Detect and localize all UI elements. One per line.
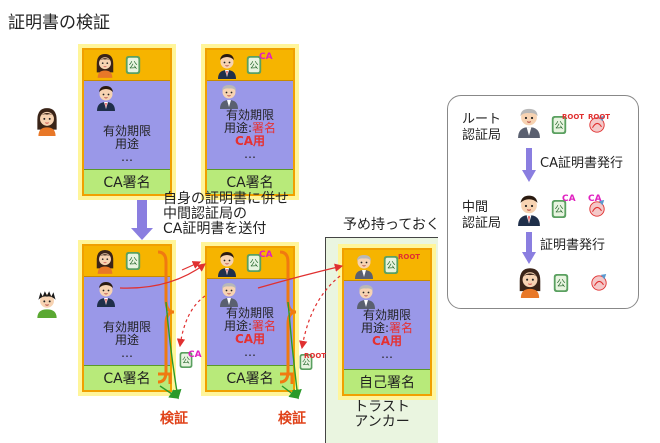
root-stamp-label: ROOT	[398, 253, 421, 261]
send-note: 自身の証明書に併せ 中間認証局の CA証明書を送付	[163, 192, 289, 237]
usage-sign: 署名	[252, 319, 277, 333]
end-entity-certificate-bottom: 有効期限 用途 … CA署名	[82, 244, 172, 392]
end-entity-person-icon	[516, 266, 544, 298]
self-signature-footer: 自己署名	[344, 369, 430, 394]
ellipsis: …	[121, 346, 133, 360]
ca-stamp-label: CA	[259, 52, 273, 62]
mid-ca-label: 中間 認証局	[462, 200, 501, 232]
green-arrow-left	[165, 301, 182, 400]
legend-public-stamp-icon	[552, 272, 570, 294]
issue-ca-label: CA証明書発行	[540, 156, 623, 171]
ca-signature-footer: CA署名	[84, 169, 170, 194]
verify-label-left: 検証	[160, 411, 188, 427]
intermediate-ca-certificate-top: CA 有効期限 用途:署名 CA用 … CA署名	[205, 48, 295, 196]
ca-stamp-label: CA	[259, 250, 273, 260]
mid-ca-person-icon	[514, 192, 544, 226]
ellipsis: …	[381, 347, 393, 361]
floating-root-label: ROOT	[304, 352, 327, 360]
legend-ca-label-1: CA	[562, 194, 576, 204]
validity-label: 有効期限	[225, 306, 274, 320]
legend-down-arrow-2	[522, 232, 536, 264]
trust-anchor-line1: トラスト	[354, 399, 410, 415]
red-dashed-right	[299, 275, 341, 350]
validity-label: 有効期限	[362, 308, 411, 322]
green-arrow-right	[287, 301, 302, 400]
bracket-mid-bottom	[280, 372, 294, 384]
send-note-line1: 自身の証明書に併せ	[163, 191, 289, 207]
root-ca-certificate: ROOT 有効期限 用途:署名 CA用 … 自己署名	[342, 248, 432, 396]
mid-ca-line2: 認証局	[462, 216, 502, 231]
ellipsis: …	[244, 345, 256, 359]
trust-anchor-line2: アンカー	[354, 414, 410, 430]
usage-sign: 署名	[252, 121, 277, 135]
validity-label: 有効期限	[102, 320, 151, 334]
legend-red-stamp-icon	[590, 272, 608, 294]
usage-label: 用途	[114, 333, 139, 347]
root-ca-line2: 認証局	[462, 128, 502, 143]
preset-label: 予め持っておく	[343, 217, 440, 233]
trust-anchor-label: トラスト アンカー	[352, 400, 412, 430]
legend-ca-label-2: CA	[588, 194, 602, 204]
ca-signature-footer: CA署名	[207, 365, 293, 390]
legend-panel	[447, 95, 639, 309]
end-entity-certificate-top: 有効期限 用途 … CA署名	[82, 48, 172, 196]
validity-label: 有効期限	[102, 124, 151, 138]
usage-prefix: 用途:	[360, 321, 390, 335]
green-arrow-left-2	[159, 385, 180, 399]
bracket-left-bottom	[158, 372, 172, 384]
legend-down-arrow-1	[522, 148, 536, 182]
ca-signature-footer: CA署名	[84, 365, 170, 390]
bracket-mid-top	[279, 250, 297, 384]
ca-use-label: CA用	[371, 334, 403, 348]
red-arrow-top-right	[257, 263, 344, 289]
usage-label: 用途	[114, 137, 139, 151]
root-ca-line1: ルート	[462, 112, 502, 127]
bracket-left-top	[157, 250, 175, 384]
red-arrow-top-left	[119, 263, 206, 289]
legend-root-label-1: ROOT	[562, 113, 585, 121]
red-arrow-upper-left	[181, 261, 202, 271]
usage-prefix: 用途:	[223, 121, 253, 135]
ca-use-label: CA用	[234, 332, 266, 346]
validity-label: 有効期限	[225, 108, 274, 122]
send-note-line3: CA証明書を送付	[163, 221, 267, 237]
page-title: 証明書の検証	[8, 13, 110, 33]
ca-signature-footer: CA署名	[207, 169, 293, 194]
send-down-arrow	[131, 200, 153, 240]
legend-root-label-2: ROOT	[588, 113, 611, 121]
usage-prefix: 用途:	[223, 319, 253, 333]
send-note-line2: 中間認証局の	[163, 206, 247, 222]
green-arrow-right-2	[281, 385, 300, 399]
issue-cert-label: 証明書発行	[540, 238, 606, 253]
mid-ca-line1: 中間	[462, 200, 489, 215]
root-ca-person-icon	[514, 104, 544, 138]
ellipsis: …	[121, 150, 133, 164]
root-ca-label: ルート 認証局	[462, 112, 501, 144]
floating-ca-label: CA	[188, 350, 202, 360]
ellipsis: …	[244, 147, 256, 161]
intermediate-ca-certificate-bottom: CA 有効期限 用途:署名 CA用 … CA署名	[205, 246, 295, 392]
red-dashed-left	[176, 295, 206, 348]
usage-sign: 署名	[389, 321, 414, 335]
verify-label-right: 検証	[278, 411, 306, 427]
ca-use-label: CA用	[234, 134, 266, 148]
